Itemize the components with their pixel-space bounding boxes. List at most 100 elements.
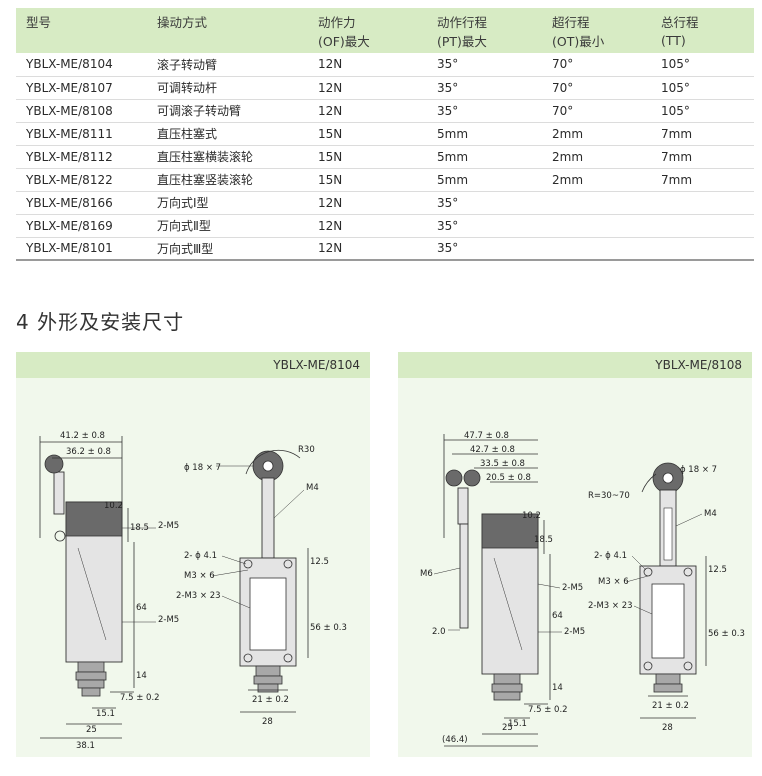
table-cell: 15N [308,122,427,146]
dim-r30: R30 [298,445,315,455]
drawing-panel-8108: YBLX-ME/8108 47.7 ± 0.8 42.7 ± 0.8 33.5 … [398,352,752,757]
header-overtravel: 超行程 [542,8,651,31]
table-cell: 35° [427,214,542,238]
dim-25: 25 [86,725,97,735]
dim-2-m5-top: 2-M5 [158,521,179,531]
table-cell: 35° [427,191,542,215]
front-boot-1 [255,665,281,677]
dim-phi-18x7: ϕ 18 × 7 [680,465,717,475]
table-cell: 7mm [651,145,754,169]
header-pretravel: 动作行程 [427,8,542,31]
front-boot-2 [653,683,683,693]
roller-hub [662,472,674,484]
dim-10-2: 10.2 [522,511,541,521]
table-cell: 7mm [651,122,754,146]
dim-47-7: 47.7 ± 0.8 [464,431,509,441]
table-cell: 70° [542,99,651,123]
dim-56: 56 ± 0.3 [310,623,347,633]
header-model: 型号 [16,8,147,31]
dim-25: 25 [502,723,513,733]
pivot-circle [54,530,66,542]
adjustable-rod [459,523,469,629]
table-header-row-2: (OF)最大 (PT)最大 (OT)最小 (TT) [16,31,754,53]
dim-18-5: 18.5 [534,535,553,545]
plunger-boot-4 [81,687,101,697]
table-cell: 35° [427,76,542,100]
dim-2-m3x23: 2-M3 × 23 [176,591,221,601]
table-cell: 2mm [542,122,651,146]
plunger-boot-3 [77,679,105,689]
dim-28: 28 [662,723,673,733]
roller-wheel-left [445,469,463,487]
side-view: 47.7 ± 0.8 42.7 ± 0.8 33.5 ± 0.8 20.5 ± … [420,431,585,747]
dim-64: 64 [136,603,147,613]
drawing-panel-8104: YBLX-ME/8104 41.2 ± 0.8 36.2 ± 0.8 10.2 … [16,352,370,757]
table-cell: 万向式Ⅰ型 [147,191,308,215]
table-cell: 12N [308,191,427,215]
dim-28: 28 [262,717,273,727]
table-cell: YBLX-ME/8111 [16,122,147,146]
mount-hole-top-right [283,559,293,569]
table-cell: 可调滚子转动臂 [147,99,308,123]
table-cell: 5mm [427,168,542,192]
table-cell: 可调转动杆 [147,76,308,100]
dim-36-2: 36.2 ± 0.8 [66,447,111,457]
table-cell: 35° [427,99,542,123]
dim-15-1: 15.1 [96,709,115,719]
dim-2-m3x23: 2-M3 × 23 [588,601,633,611]
header-totaltravel: 总行程 [651,8,754,31]
dim-m4: M4 [704,509,717,519]
roller-wheel [44,454,64,474]
mount-hole-top-left [243,559,253,569]
header-pretravel-sub: (PT)最大 [427,31,542,53]
table-cell: 2mm [542,145,651,169]
table-cell: 12N [308,99,427,123]
table-cell: 直压柱塞式 [147,122,308,146]
dim-21: 21 ± 0.2 [252,695,289,705]
panel-model-label: YBLX-ME/8108 [398,352,752,378]
dim-12-5: 12.5 [310,557,329,567]
mount-hole-top-right [683,567,693,577]
dim-2-0: 2.0 [432,627,446,637]
table-cell: 滚子转动臂 [147,53,308,77]
adjustable-arm [457,487,469,525]
dim-12-5: 12.5 [708,565,727,575]
table-cell: YBLX-ME/8169 [16,214,147,238]
table-cell [542,214,651,238]
table-cell: 35° [427,53,542,77]
header-model-sub [16,31,147,53]
dim-7-5: 7.5 ± 0.2 [528,705,568,715]
adjust-slot [663,507,673,561]
dim-64: 64 [552,611,563,621]
dim-m3x6: M3 × 6 [598,577,629,587]
dim-2-m5-bottom: 2-M5 [564,627,585,637]
table-cell: 105° [651,76,754,100]
mount-hole-bottom-left [643,661,653,671]
table-cell: 105° [651,99,754,123]
table-cell: 12N [308,76,427,100]
front-boot-3 [257,683,279,693]
front-boot-1 [655,673,681,685]
side-view: 41.2 ± 0.8 36.2 ± 0.8 10.2 18.5 2-M5 64 … [39,431,179,751]
table-cell [542,191,651,215]
dim-46-4: (46.4) [442,735,468,745]
dim-r-30-70: R=30~70 [588,491,630,501]
table-cell: 5mm [427,122,542,146]
dim-2-phi-4-1: 2- ϕ 4.1 [184,551,217,561]
front-view: ϕ 18 × 7 R=30~70 M4 2- ϕ 4.1 12.5 M3 × 6… [588,462,745,733]
spec-table: 型号 操动方式 动作力 动作行程 超行程 总行程 (OF)最大 (PT)最大 (… [16,8,754,261]
dim-10-2: 10.2 [104,501,123,511]
dim-21: 21 ± 0.2 [652,701,689,711]
table-cell: 5mm [427,145,542,169]
dim-m6: M6 [420,569,433,579]
dimension-drawing-8104: 41.2 ± 0.8 36.2 ± 0.8 10.2 18.5 2-M5 64 … [39,431,347,751]
plunger-boot-3 [493,691,521,701]
table-cell: 70° [542,76,651,100]
